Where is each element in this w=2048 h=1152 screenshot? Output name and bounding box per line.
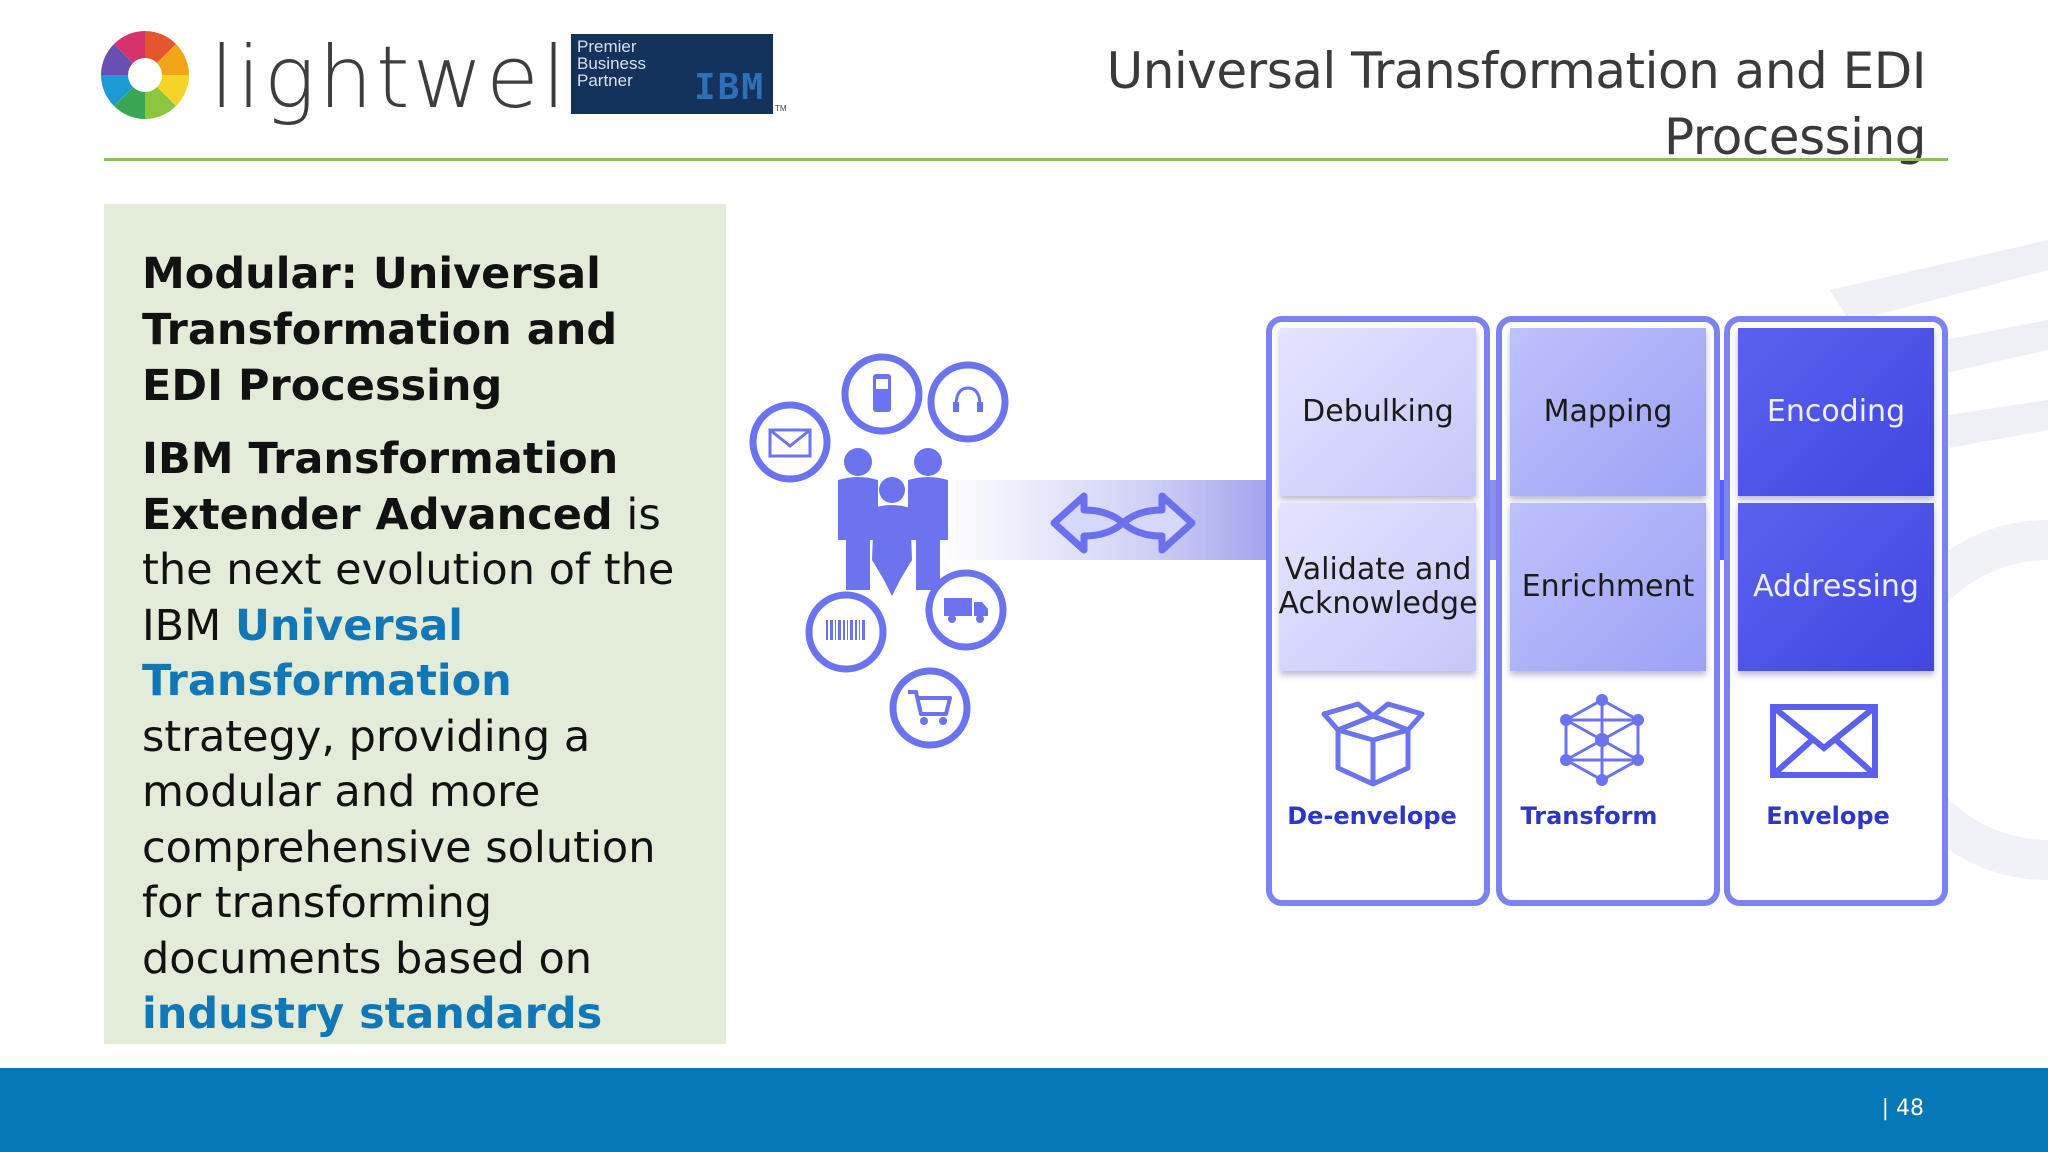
mapping-label: Mapping	[1543, 394, 1673, 429]
truck-icon	[924, 568, 1008, 652]
shopping-cart-icon	[888, 666, 972, 750]
industry-standards-link[interactable]: industry standards	[142, 989, 603, 1039]
ibm-partner-badge: Premier Business Partner IBM	[571, 34, 773, 114]
lightwell-logo-mark	[100, 30, 190, 120]
panel-body: IBM Transformation Extender Advanced is …	[142, 432, 702, 1043]
lightwell-logo-text: lightwell	[210, 28, 596, 128]
encoding-box: Encoding	[1738, 328, 1934, 496]
network-sphere-icon	[1556, 694, 1648, 786]
exchange-arrows-icon	[1048, 488, 1198, 558]
open-box-icon	[1318, 696, 1428, 790]
badge-line-premier: Premier	[577, 37, 637, 56]
validate-label-line1: Validate and	[1284, 552, 1472, 587]
people-icon	[830, 440, 950, 600]
barcode-icon	[804, 590, 888, 674]
badge-line-partner: Partner	[577, 71, 633, 90]
validate-label-line2: Acknowledge	[1278, 586, 1478, 621]
mapping-box: Mapping	[1510, 328, 1706, 496]
mobile-phone-icon	[840, 352, 924, 436]
enrichment-label: Enrichment	[1521, 569, 1695, 604]
enrichment-box: Enrichment	[1510, 503, 1706, 671]
headset-icon	[926, 360, 1010, 444]
debulking-label: Debulking	[1302, 394, 1454, 429]
body-text-2: strategy, providing a modular and more c…	[142, 711, 656, 984]
debulking-box: Debulking	[1280, 328, 1476, 496]
ibm-logo: IBM	[693, 67, 765, 108]
footer-bar	[0, 1068, 2048, 1152]
encoding-label: Encoding	[1766, 394, 1906, 429]
slide-title: Universal Transformation and EDI Process…	[1106, 42, 1927, 166]
envelope-caption: Envelope	[1766, 802, 1890, 830]
header-divider	[104, 158, 1948, 161]
info-panel: Modular: Universal Transformation and ED…	[104, 204, 726, 1044]
panel-heading: Modular: Universal Transformation and ED…	[142, 249, 618, 411]
addressing-label: Addressing	[1753, 569, 1919, 604]
envelope-large-icon	[1770, 704, 1878, 778]
product-name: IBM Transformation Extender Advanced	[142, 434, 619, 540]
transform-caption: Transform	[1520, 802, 1658, 830]
badge-line-business: Business	[577, 54, 646, 73]
trademark-mark: TM	[775, 104, 787, 113]
universal-transformation-link[interactable]: Universal Transformation	[142, 600, 512, 707]
envelope-icon	[748, 400, 832, 484]
deenvelope-caption: De-envelope	[1287, 802, 1457, 830]
addressing-box: Addressing	[1738, 503, 1934, 671]
page-number: | 48	[1881, 1096, 1924, 1121]
body-text-1: is the next evolution of the IBM	[142, 489, 675, 651]
